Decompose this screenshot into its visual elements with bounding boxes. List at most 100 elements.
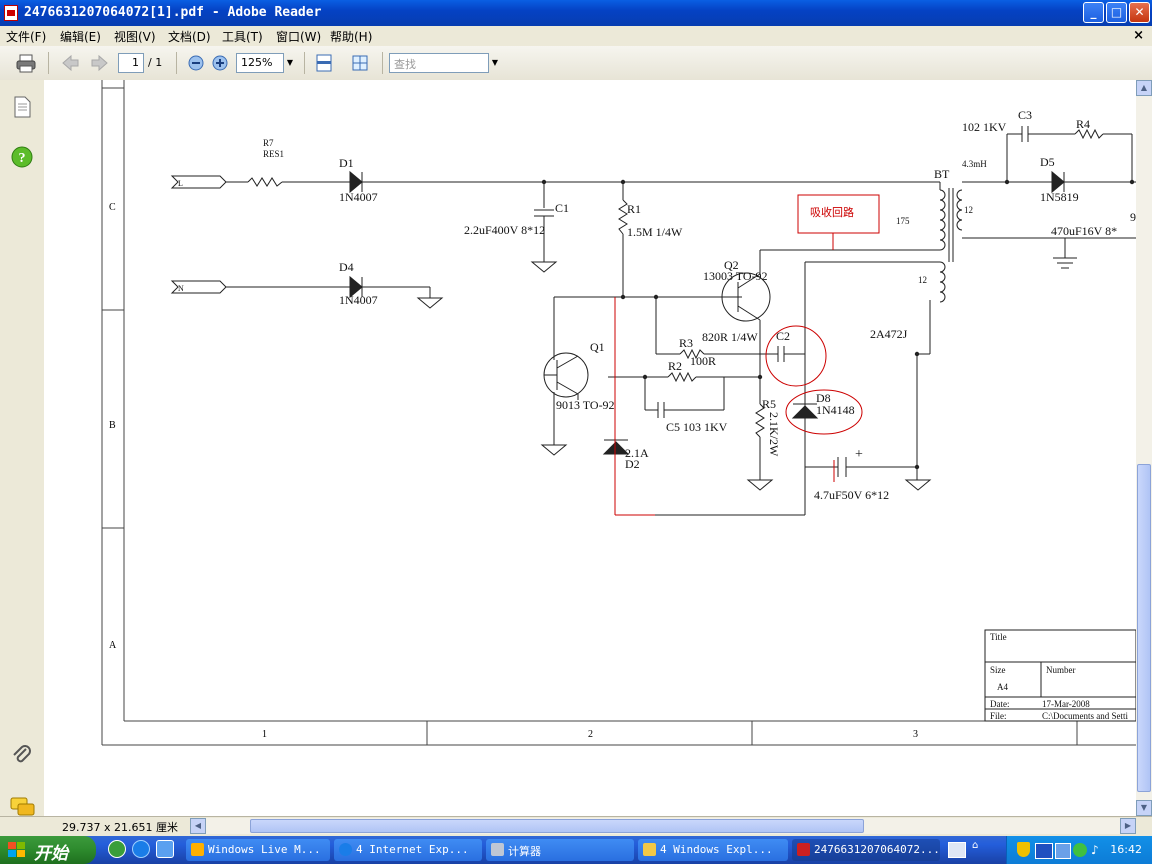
task-adobe-reader[interactable]: 2476631207064072...	[792, 839, 940, 861]
col-label-2: 2	[588, 729, 593, 740]
c3-label: C3	[1018, 108, 1032, 122]
close-button[interactable]: ✕	[1129, 2, 1150, 23]
maximize-button[interactable]: □	[1106, 2, 1127, 23]
search-dropdown-icon[interactable]: ▼	[491, 58, 499, 67]
previous-page-icon[interactable]	[60, 53, 80, 73]
zoom-in-icon[interactable]	[210, 53, 230, 73]
internet-explorer-icon[interactable]	[132, 840, 150, 858]
transformer-turns-primary: 175	[896, 216, 910, 226]
attachments-icon[interactable]	[10, 744, 34, 768]
pages-icon[interactable]	[12, 96, 32, 118]
next-page-icon[interactable]	[90, 53, 110, 73]
horizontal-scroll-thumb[interactable]	[250, 819, 864, 833]
transformer-turns-secondary: 12	[964, 205, 973, 215]
scroll-left-icon[interactable]: ◀	[190, 818, 206, 834]
c4-value: 4.7uF50V 6*12	[814, 488, 889, 502]
r1-value: 1.5M 1/4W	[627, 225, 683, 239]
menu-window[interactable]: 窗口(W)	[276, 30, 322, 44]
title-block-title-label: Title	[990, 632, 1007, 642]
zoom-level-input[interactable]: 125%	[236, 53, 284, 73]
menu-view[interactable]: 视图(V)	[114, 30, 156, 44]
page-size-readout: 29.737 x 21.651 厘米	[62, 821, 178, 834]
row-label-a: A	[109, 640, 117, 651]
vertical-scroll-thumb[interactable]	[1137, 464, 1151, 792]
q2-label: Q2	[724, 258, 739, 272]
vertical-scrollbar[interactable]: ▲ ▼	[1136, 80, 1152, 816]
title-block-size-value: A4	[997, 682, 1008, 692]
comments-icon[interactable]	[10, 796, 36, 818]
scroll-right-icon[interactable]: ▶	[1120, 818, 1136, 834]
task-windows-live[interactable]: Windows Live M...	[186, 839, 330, 861]
title-bar[interactable]: 2476631207064072[1].pdf - Adobe Reader _…	[0, 0, 1152, 26]
output-cap-partial: 9	[1130, 210, 1136, 224]
language-icon[interactable]: ⌂	[972, 840, 979, 851]
zoom-out-icon[interactable]	[186, 53, 206, 73]
title-block-date-value: 17-Mar-2008	[1042, 699, 1090, 709]
d2-label: D2	[625, 457, 640, 471]
r3-label: R3	[679, 336, 693, 350]
media-player-icon[interactable]	[108, 840, 126, 858]
start-label: 开始	[34, 844, 68, 864]
r1-label: R1	[627, 202, 641, 216]
menu-file[interactable]: 文件(F)	[6, 30, 47, 44]
help-icon[interactable]: ?	[11, 146, 33, 168]
task-label: 4 Windows Expl...	[660, 843, 773, 856]
page-total: / 1	[148, 56, 163, 69]
zoom-dropdown-icon[interactable]: ▼	[286, 58, 294, 67]
document-close-icon[interactable]: ×	[1133, 28, 1144, 43]
page-number-input[interactable]: 1	[118, 53, 144, 73]
pdf-icon	[797, 843, 810, 856]
volume-icon[interactable]: ♪	[1091, 843, 1099, 857]
task-label: 2476631207064072...	[814, 843, 940, 856]
toolbar-separator	[176, 52, 177, 74]
toolbar-separator	[48, 52, 49, 74]
messenger-icon	[191, 843, 204, 856]
c1-label: C1	[555, 201, 569, 215]
fit-page-icon[interactable]	[350, 53, 370, 73]
start-button[interactable]: 开始	[0, 836, 96, 864]
d8-label: D8	[816, 391, 831, 405]
calculator-icon	[491, 843, 504, 856]
task-windows-explorer[interactable]: 4 Windows Expl...	[638, 839, 788, 861]
menu-tools[interactable]: 工具(T)	[222, 30, 263, 44]
search-input[interactable]: 查找	[389, 53, 489, 73]
scroll-up-icon[interactable]: ▲	[1136, 80, 1152, 96]
d4-value: 1N4007	[339, 293, 378, 307]
ie-icon	[339, 843, 352, 856]
d4-label: D4	[339, 260, 354, 274]
c5-label: C5 103 1KV	[666, 420, 728, 434]
network-activity-icon[interactable]	[1035, 843, 1053, 859]
task-calculator[interactable]: 计算器	[486, 839, 634, 861]
pdf-app-icon	[4, 5, 18, 21]
title-block-size-label: Size	[990, 665, 1006, 675]
schematic-drawing: C B A 1 2 3	[101, 80, 1136, 746]
fit-width-icon[interactable]	[314, 53, 334, 73]
print-icon[interactable]	[16, 53, 36, 73]
network-connection-icon[interactable]	[1055, 843, 1071, 859]
menu-help[interactable]: 帮助(H)	[330, 30, 373, 44]
q1-label: Q1	[590, 340, 605, 354]
task-internet-explorer[interactable]: 4 Internet Exp...	[334, 839, 482, 861]
horizontal-scrollbar[interactable]: ◀ ▶	[190, 818, 1136, 834]
minimize-button[interactable]: _	[1083, 2, 1104, 23]
security-shield-icon[interactable]	[1017, 842, 1030, 857]
d2-value: 2.1A	[625, 446, 649, 460]
folder-icon	[643, 843, 656, 856]
row-label-c: C	[109, 202, 116, 213]
r4-label: R4	[1076, 117, 1090, 131]
transformer-inductance: 4.3mH	[962, 159, 987, 169]
keyboard-icon[interactable]	[948, 842, 966, 858]
task-label: 计算器	[508, 845, 541, 858]
antivirus-icon[interactable]	[1073, 843, 1087, 857]
menu-bar: 文件(F) 编辑(E) 视图(V) 文档(D) 工具(T) 窗口(W) 帮助(H…	[0, 26, 1152, 46]
document-view[interactable]: C B A 1 2 3	[44, 80, 1136, 816]
scroll-down-icon[interactable]: ▼	[1136, 800, 1152, 816]
col-label-1: 1	[262, 729, 267, 740]
desktop-icon[interactable]	[156, 840, 174, 858]
menu-edit[interactable]: 编辑(E)	[60, 30, 101, 44]
menu-document[interactable]: 文档(D)	[168, 30, 211, 44]
clock: 16:42	[1110, 843, 1142, 856]
title-block-file-value: C:\Documents and Setti	[1042, 711, 1128, 721]
c1-value: 2.2uF400V 8*12	[464, 223, 545, 237]
r2-label: R2	[668, 359, 682, 373]
